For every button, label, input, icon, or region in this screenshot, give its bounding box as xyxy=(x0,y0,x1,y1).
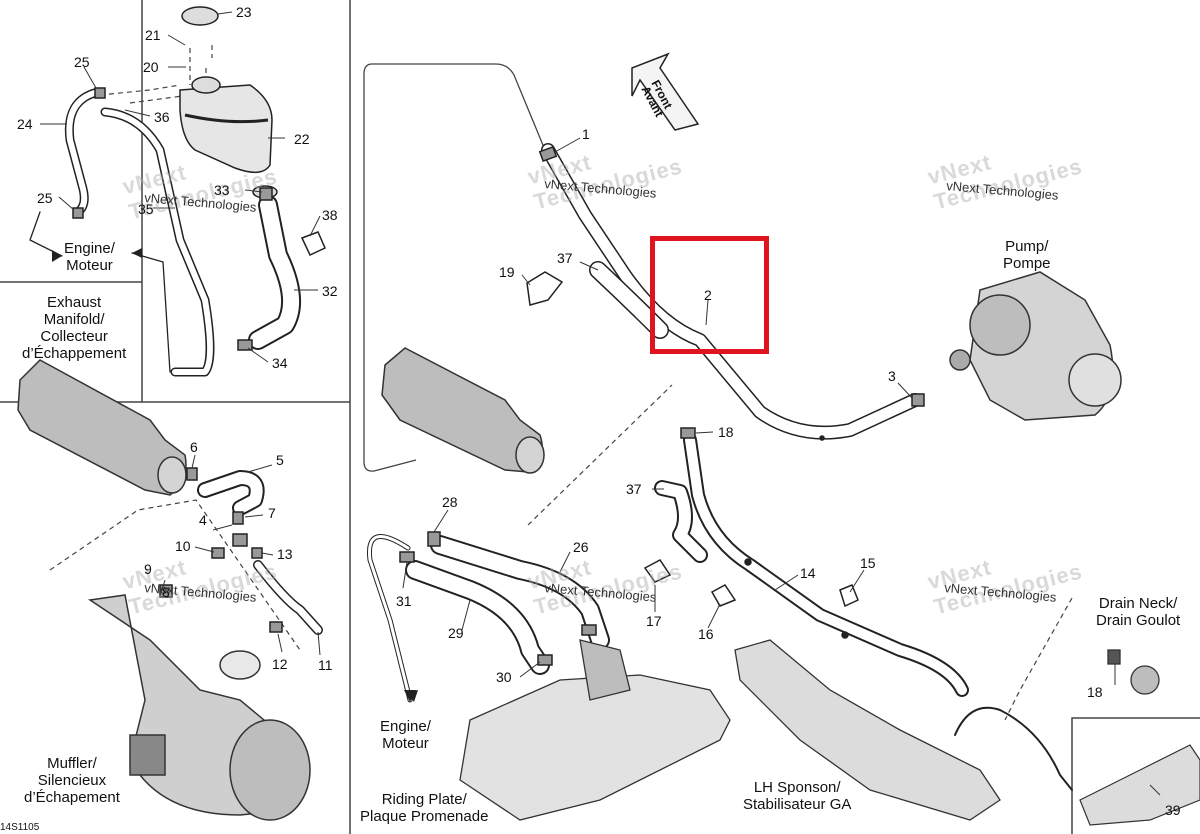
drain-neck-label: Drain Neck/ Drain Goulot xyxy=(1096,595,1181,629)
callout-4: 4 xyxy=(199,512,207,528)
dashed-leaders xyxy=(49,45,1073,721)
callout-35: 35 xyxy=(138,201,154,217)
detail-inset-39 xyxy=(1079,744,1200,826)
callout-2: 2 xyxy=(704,287,712,303)
callout-38: 38 xyxy=(322,207,338,223)
callout-6: 6 xyxy=(190,439,198,455)
callout-33: 33 xyxy=(214,182,230,198)
callout-39: 39 xyxy=(1165,802,1181,818)
pump xyxy=(949,271,1122,421)
pump-label: Pump/ Pompe xyxy=(1003,238,1051,272)
callout-32: 32 xyxy=(322,283,338,299)
part-code: 14S1105 xyxy=(0,822,40,833)
callout-7: 7 xyxy=(268,505,276,521)
callout-36: 36 xyxy=(154,109,170,125)
callout-22: 22 xyxy=(294,131,310,147)
callout-5: 5 xyxy=(276,452,284,468)
callout-12: 12 xyxy=(272,656,288,672)
callout-30: 30 xyxy=(496,669,512,685)
callout-34: 34 xyxy=(272,355,288,371)
highlight-box xyxy=(650,236,769,354)
callout-21: 21 xyxy=(145,27,161,43)
callout-18-drain: 18 xyxy=(1087,684,1103,700)
callout-25-top: 25 xyxy=(74,54,90,70)
callout-8: 8 xyxy=(162,584,170,600)
callout-13: 13 xyxy=(277,546,293,562)
engine-label-top: Engine/ Moteur xyxy=(64,240,115,274)
arrowheads xyxy=(52,248,418,702)
exhaust-manifold-left xyxy=(17,359,187,496)
exhaust-manifold-label: Exhaust Manifold/ Collecteur d’Échappeme… xyxy=(22,294,127,362)
detail-callout-frame xyxy=(363,63,546,472)
muffler-label: Muffler/ Silencieux d’Échapement xyxy=(24,755,120,806)
callout-10: 10 xyxy=(175,538,191,554)
lh-sponson xyxy=(734,639,1001,821)
callout-26: 26 xyxy=(573,539,589,555)
callout-leaders xyxy=(40,11,1161,796)
coolant-reservoir xyxy=(179,6,278,199)
callout-3: 3 xyxy=(888,368,896,384)
front-arrow xyxy=(631,52,700,131)
callout-37-top: 37 xyxy=(557,250,573,266)
lh-sponson-label: LH Sponson/ Stabilisateur GA xyxy=(743,779,852,813)
callout-15: 15 xyxy=(860,555,876,571)
muffler xyxy=(87,594,311,821)
callout-31: 31 xyxy=(396,593,412,609)
callout-19: 19 xyxy=(499,264,515,280)
callout-11: 11 xyxy=(318,657,333,673)
riding-plate-label: Riding Plate/ Plaque Promenade xyxy=(360,791,489,825)
callout-18-top: 18 xyxy=(718,424,734,440)
callout-24: 24 xyxy=(17,116,33,132)
callout-1: 1 xyxy=(582,126,590,142)
callout-16: 16 xyxy=(698,626,714,642)
callout-23: 23 xyxy=(236,4,252,20)
hoses xyxy=(29,87,1073,791)
clamps xyxy=(72,87,925,666)
exhaust-manifold-center xyxy=(381,347,545,474)
callout-17: 17 xyxy=(646,613,662,629)
callout-37-bottom: 37 xyxy=(626,481,642,497)
riding-plate xyxy=(459,639,731,821)
callout-9: 9 xyxy=(144,561,152,577)
callout-14: 14 xyxy=(800,565,816,581)
callout-20: 20 xyxy=(143,59,159,75)
engine-label-bottom: Engine/ Moteur xyxy=(380,718,431,752)
callout-25-bottom: 25 xyxy=(37,190,53,206)
callout-28: 28 xyxy=(442,494,458,510)
drain-neck xyxy=(1107,649,1160,695)
callout-29: 29 xyxy=(448,625,464,641)
